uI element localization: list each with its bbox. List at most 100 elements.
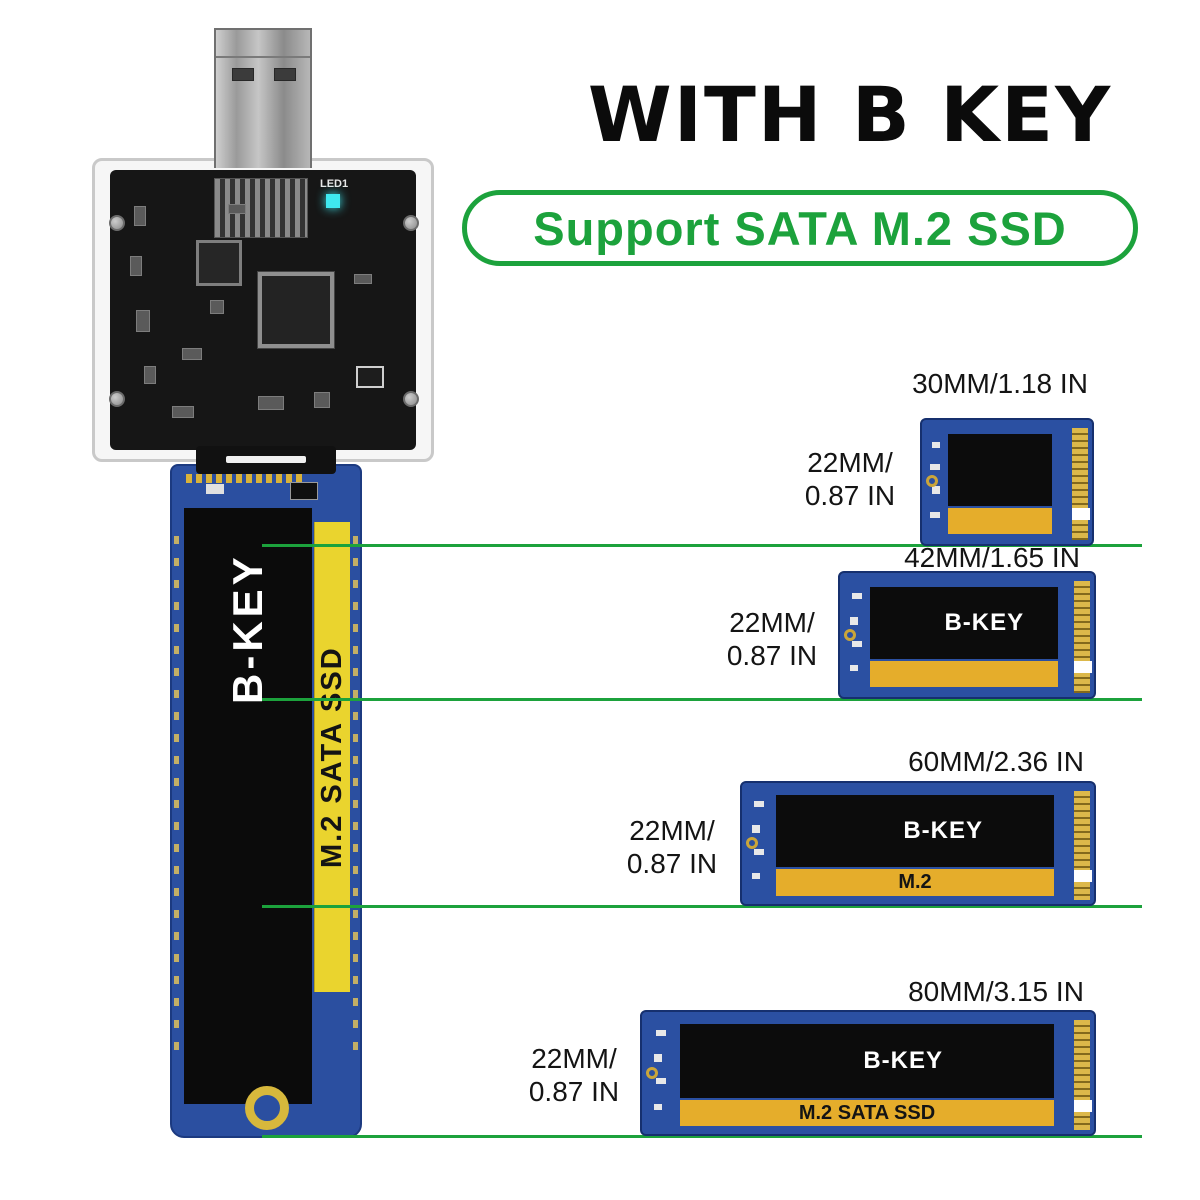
pcb-component: [182, 348, 202, 360]
case-screw: [403, 391, 419, 407]
pcb-component: [130, 256, 142, 276]
pcb-chip: [196, 240, 242, 286]
ssd-variant-42mm: B-KEY: [838, 571, 1096, 699]
pcb-component: [290, 482, 318, 500]
bkey-notch: [1074, 870, 1092, 882]
pcb-component: [656, 1078, 666, 1084]
variant-stripe-label: M.2 SATA SSD: [680, 1100, 1054, 1126]
size-line-60mm: [262, 905, 1142, 908]
pcb-component: [654, 1104, 662, 1110]
width-label-line2: 0.87 IN: [726, 640, 818, 671]
controller-chip: [257, 271, 335, 349]
connector-fingers: [1074, 581, 1090, 693]
pcb-component: [172, 406, 194, 418]
pcb-component: [850, 665, 858, 671]
width-label-60mm: 22MM/ 0.87 IN: [616, 814, 728, 880]
pcb-edge-pads: [174, 536, 179, 1056]
pcb-component: [850, 617, 858, 625]
main-ssd-card: B-KEY M.2 SATA SSD: [170, 464, 362, 1138]
bkey-notch: [1074, 1100, 1092, 1112]
pcb-component: [852, 593, 862, 599]
ssd-yellow-stripe: M.2 SATA SSD: [314, 522, 350, 992]
ssd-variant-80mm: B-KEY M.2 SATA SSD: [640, 1010, 1096, 1136]
size-line-30mm: [262, 544, 1142, 547]
headline-title: WITH B KEY: [587, 70, 1113, 159]
led-label: LED1: [320, 178, 349, 190]
variant-stripe-label: M.2: [776, 869, 1054, 896]
case-screw: [109, 391, 125, 407]
width-label-line1: 22MM/: [531, 1043, 617, 1074]
variant-black-label: [948, 434, 1052, 506]
pcb-component: [228, 204, 246, 214]
pcb-component: [754, 849, 764, 855]
variant-black-label: B-KEY: [680, 1024, 1054, 1098]
pcb-component: [258, 396, 284, 410]
ssd-variant-60mm: B-KEY M.2: [740, 781, 1096, 906]
connector-fingers: [1072, 428, 1088, 540]
width-label-30mm: 22MM/ 0.87 IN: [794, 446, 906, 512]
variant-stripe-label: [870, 661, 1058, 687]
width-label-80mm: 22MM/ 0.87 IN: [518, 1042, 630, 1108]
pcb-component: [852, 641, 862, 647]
ssd-variant-30mm: [920, 418, 1094, 546]
bkey-label: B-KEY: [224, 553, 271, 705]
pcb-component: [356, 366, 384, 388]
pcb-component: [752, 825, 760, 833]
pcb-pads: [186, 474, 306, 483]
m2-socket-slot: [226, 456, 306, 463]
width-label-line1: 22MM/: [629, 815, 715, 846]
pcb-component: [136, 310, 150, 332]
length-label-30mm: 30MM/1.18 IN: [912, 368, 1088, 399]
bkey-notch: [1072, 508, 1090, 520]
pcb-component: [144, 366, 156, 384]
width-label-line2: 0.87 IN: [626, 848, 718, 879]
led-indicator: [326, 194, 340, 208]
m2-socket: [196, 446, 336, 474]
variant-black-label: B-KEY: [776, 795, 1054, 867]
variant-mount-hole: [646, 1067, 658, 1079]
pcb-component: [752, 873, 760, 879]
pcb-edge-pads: [353, 536, 358, 1056]
pcb-component: [206, 484, 224, 494]
variant-stripe-label: [948, 508, 1052, 534]
pcb-component: [930, 512, 940, 518]
case-screw: [403, 215, 419, 231]
subtitle-badge: Support SATA M.2 SSD: [462, 190, 1138, 266]
usb-seam: [216, 56, 310, 58]
pcb-component: [134, 206, 146, 226]
ssd-black-label: B-KEY: [184, 508, 312, 1104]
stripe-label: M.2 SATA SSD: [316, 646, 348, 868]
pcb-component: [656, 1030, 666, 1036]
length-label-80mm: 80MM/3.15 IN: [908, 976, 1084, 1007]
width-label-line1: 22MM/: [807, 447, 893, 478]
bkey-notch: [1074, 661, 1092, 673]
pcb-component: [932, 486, 940, 494]
subtitle-text: Support SATA M.2 SSD: [533, 201, 1067, 255]
pcb-component: [654, 1054, 662, 1062]
width-label-line2: 0.87 IN: [528, 1076, 620, 1107]
pcb-component: [754, 801, 764, 807]
size-line-80mm: [262, 1135, 1142, 1138]
width-label-line1: 22MM/: [729, 607, 815, 638]
usb-slot: [232, 68, 254, 81]
pcb-component: [210, 300, 224, 314]
pcb-component: [354, 274, 372, 284]
length-label-60mm: 60MM/2.36 IN: [908, 746, 1084, 777]
variant-mount-hole: [746, 837, 758, 849]
pcb-component: [930, 464, 940, 470]
variant-mount-hole: [926, 475, 938, 487]
usb-plug: [214, 28, 312, 168]
adapter-pcb: LED1: [110, 170, 416, 450]
pcb-component: [932, 442, 940, 448]
length-label-42mm: 42MM/1.65 IN: [904, 542, 1080, 573]
variant-black-label: B-KEY: [870, 587, 1058, 659]
usb-slot: [274, 68, 296, 81]
width-label-42mm: 22MM/ 0.87 IN: [716, 606, 828, 672]
case-screw: [109, 215, 125, 231]
mounting-hole: [245, 1086, 289, 1130]
size-line-42mm: [262, 698, 1142, 701]
adapter-enclosure: LED1: [92, 158, 434, 462]
connector-fingers: [1074, 1020, 1090, 1130]
width-label-line2: 0.87 IN: [804, 480, 896, 511]
